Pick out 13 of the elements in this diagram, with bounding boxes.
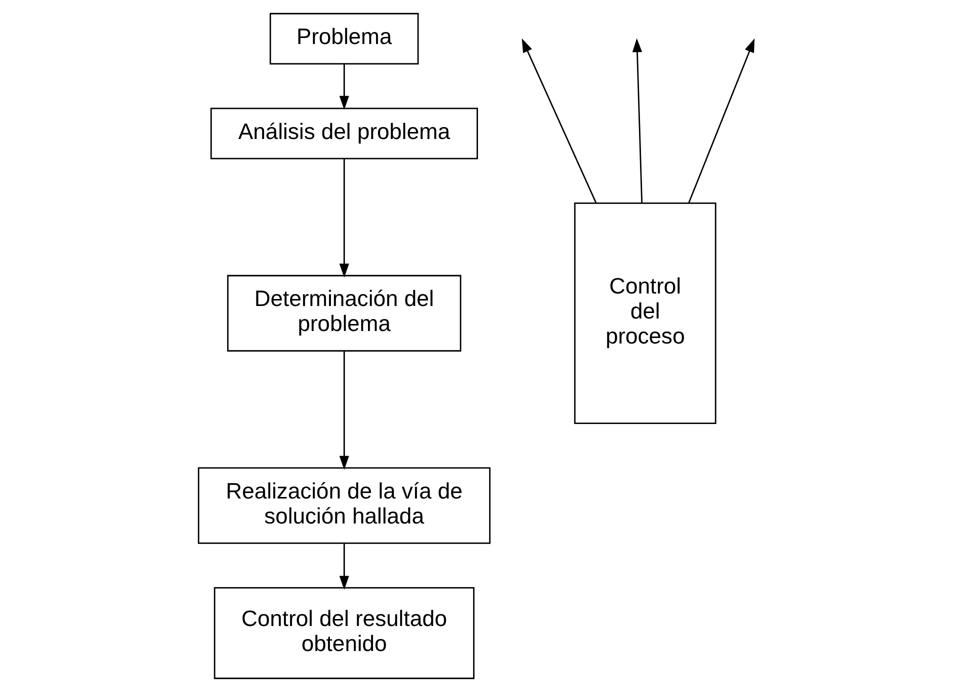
- node-box: Control del resultado obtenido: [214, 587, 474, 680]
- arrow: [339, 158, 350, 278]
- arrow: [632, 38, 643, 203]
- arrow: [522, 38, 597, 204]
- node-box: Análisis del problema: [210, 108, 478, 160]
- node-box: Problema: [270, 12, 419, 64]
- arrow: [339, 544, 350, 590]
- node-box: Determinación del problema: [227, 274, 462, 352]
- node-box: Realización de la vía de solución hallada: [198, 467, 491, 544]
- node-box: Control del proceso: [574, 202, 716, 424]
- arrow: [339, 64, 350, 110]
- arrow: [688, 38, 755, 204]
- arrow: [339, 351, 350, 470]
